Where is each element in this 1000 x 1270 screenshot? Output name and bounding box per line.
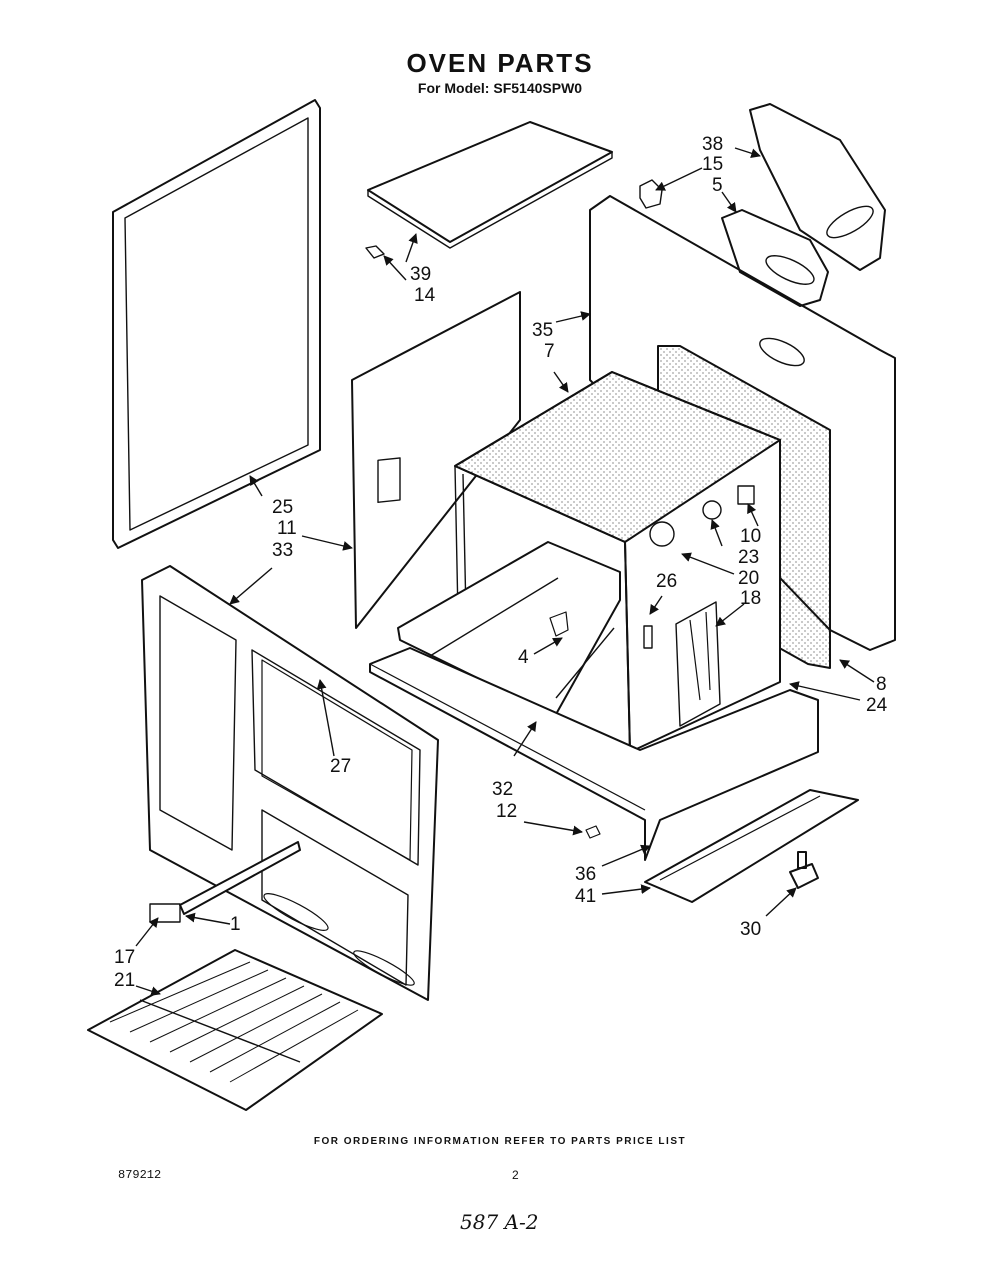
model-subtitle: For Model: SF5140SPW0 (417, 80, 583, 96)
callout-1: 1 (230, 914, 241, 935)
callout-23: 23 (738, 547, 759, 568)
callout-32: 32 (492, 779, 513, 800)
callout-27: 27 (330, 756, 351, 777)
vent-gasket-part (721, 209, 829, 307)
page-number: 2 (512, 1168, 519, 1182)
broil-element-part (149, 841, 301, 923)
callout-35: 35 (532, 320, 553, 341)
oven-floor-part (369, 647, 819, 861)
drawer-slide-part (644, 789, 859, 903)
vent-cover-part (749, 103, 886, 271)
ordering-note: FOR ORDERING INFORMATION REFER TO PARTS … (313, 1136, 687, 1147)
callout-26: 26 (656, 571, 677, 592)
callout-18: 18 (740, 588, 761, 609)
callout-30: 30 (740, 919, 761, 940)
callout-11: 11 (277, 518, 297, 539)
insulation-blanket-part (0, 0, 1, 1)
callout-41: 41 (575, 886, 596, 907)
callout-33: 33 (272, 540, 293, 561)
clip-part (365, 245, 385, 259)
callout-39: 39 (410, 264, 431, 285)
oven-rack-part (87, 949, 383, 1111)
callout-38: 38 (702, 134, 723, 155)
top-panel-part (367, 121, 613, 249)
oven-bottom-part (397, 541, 621, 717)
callout-17: 17 (114, 947, 135, 968)
oven-liner-part (454, 371, 781, 753)
handwritten-note: 587 A-2 (460, 1210, 539, 1234)
callout-20: 20 (738, 568, 759, 589)
callout-36: 36 (575, 864, 596, 885)
page-title: OVEN PARTS (406, 48, 594, 78)
rear-insulation-panel-part (351, 291, 521, 629)
callout-14: 14 (414, 285, 436, 306)
callout-25: 25 (272, 497, 293, 518)
callout-12: 12 (496, 801, 517, 822)
bracket-part (639, 179, 663, 209)
callout-10: 10 (740, 526, 761, 547)
callout-24: 24 (866, 695, 888, 716)
diagram-code: 879212 (118, 1168, 162, 1182)
callout-4: 4 (518, 647, 529, 668)
leveling-leg-part (789, 851, 819, 889)
callout-21: 21 (114, 970, 135, 991)
callout-5: 5 (712, 175, 723, 196)
spacer-part (585, 825, 601, 839)
side-panel-part (112, 99, 321, 549)
callout-8: 8 (876, 674, 887, 695)
callout-7: 7 (544, 341, 555, 362)
callout-15: 15 (702, 154, 723, 175)
front-frame-part (141, 565, 439, 1001)
